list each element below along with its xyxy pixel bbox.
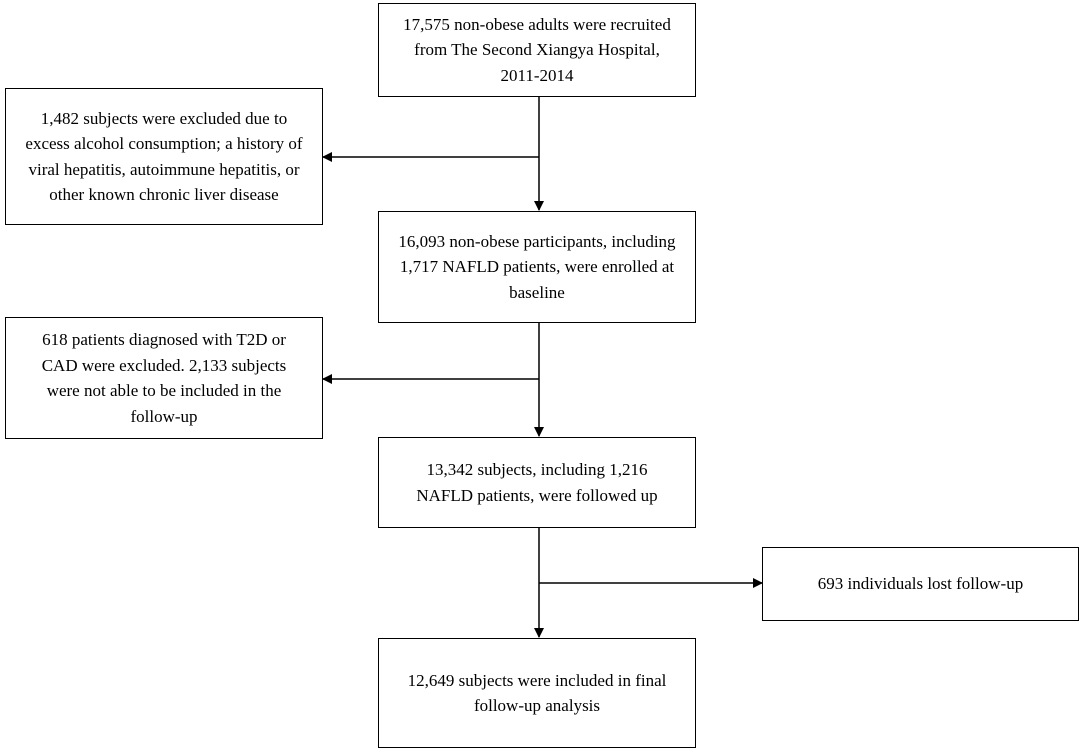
box-followed-up-text: 13,342 subjects, including 1,216 NAFLD p… (416, 460, 658, 505)
box-excluded-alcohol: 1,482 subjects were excluded due to exce… (5, 88, 323, 225)
box-recruited: 17,575 non-obese adults were recruited f… (378, 3, 696, 97)
box-final: 12,649 subjects were included in final f… (378, 638, 696, 748)
box-followed-up: 13,342 subjects, including 1,216 NAFLD p… (378, 437, 696, 528)
box-lost-followup-text: 693 individuals lost follow-up (817, 574, 1024, 594)
box-excluded-alcohol-text: 1,482 subjects were excluded due to exce… (25, 108, 303, 205)
box-enrolled: 16,093 non-obese participants, including… (378, 211, 696, 323)
box-excluded-t2d-cad: 618 patients diagnosed with T2D or CAD w… (5, 317, 323, 439)
box-excluded-t2d-cad-text: 618 patients diagnosed with T2D or CAD w… (41, 330, 287, 426)
box-final-text: 12,649 subjects were included in final f… (407, 670, 667, 716)
box-enrolled-text: 16,093 non-obese participants, including… (398, 231, 676, 302)
box-recruited-text: 17,575 non-obese adults were recruited f… (403, 14, 671, 85)
box-lost-followup: 693 individuals lost follow-up (762, 547, 1079, 621)
